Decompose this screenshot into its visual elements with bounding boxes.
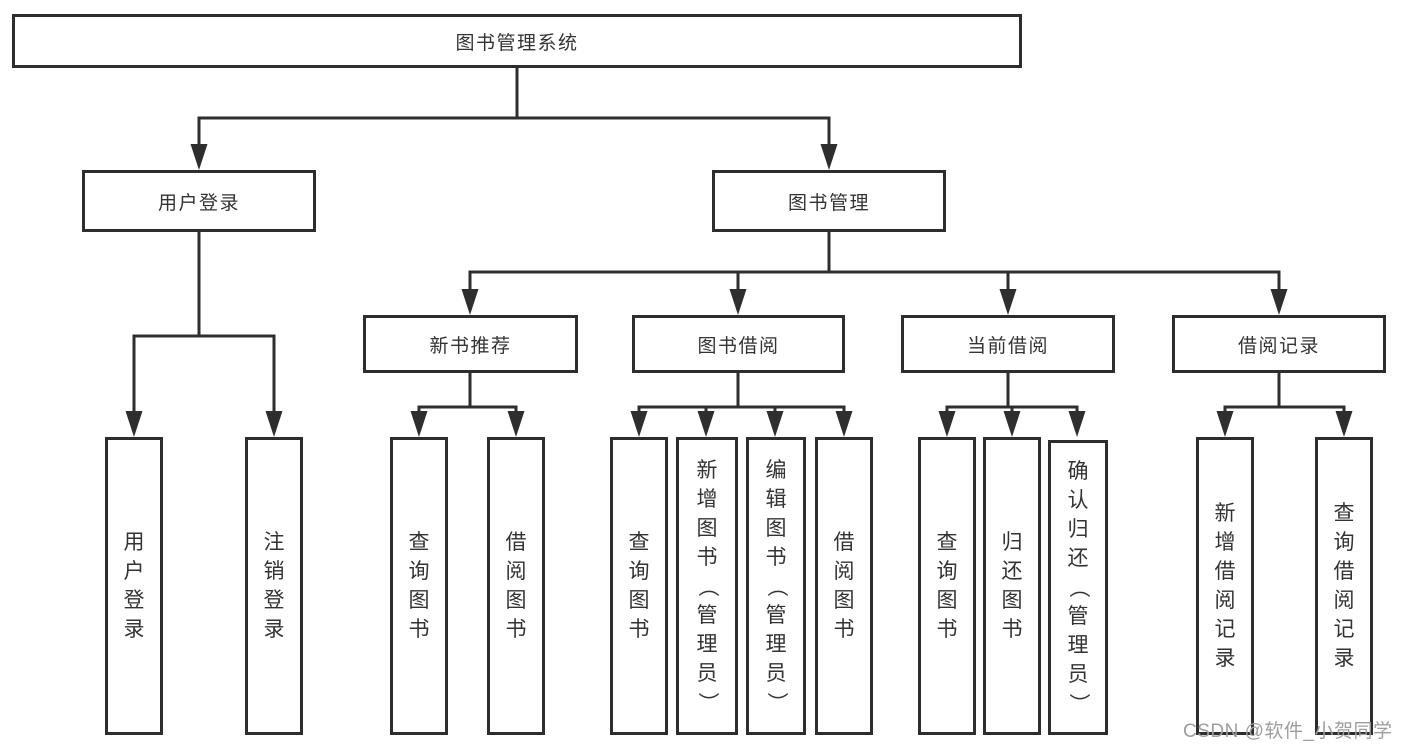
node-current-borrow-label: 当前借阅: [966, 335, 1049, 357]
leaf-current-confirm-return-admin: 确认归还（管理员）: [1048, 440, 1108, 735]
leaf-borrow-borrow-books: 借阅图书: [815, 437, 873, 735]
node-borrow-records: 借阅记录: [1172, 315, 1386, 373]
leaf-rec-borrow-books: 借阅图书: [487, 437, 545, 735]
node-current-borrow: 当前借阅: [901, 315, 1115, 373]
node-user-login-label: 用户登录: [157, 192, 240, 214]
leaf-borrow-query-books-label: 查询图书: [628, 531, 650, 641]
leaf-rec-query-books: 查询图书: [390, 437, 448, 735]
leaf-records-add-record-label: 新增借阅记录: [1214, 502, 1236, 670]
node-borrow-records-label: 借阅记录: [1237, 335, 1320, 357]
node-root-label: 图书管理系统: [455, 32, 579, 54]
leaf-logout: 注销登录: [245, 437, 303, 735]
leaf-user-login: 用户登录: [105, 437, 163, 735]
leaf-current-return-books: 归还图书: [983, 437, 1041, 735]
leaf-records-query-record: 查询借阅记录: [1315, 437, 1373, 735]
leaf-current-query-books-label: 查询图书: [936, 531, 958, 641]
leaf-borrow-edit-books-admin: 编辑图书（管理员）: [746, 437, 806, 735]
node-new-book-rec: 新书推荐: [363, 315, 578, 373]
leaf-borrow-edit-books-admin-label: 编辑图书（管理员）: [764, 458, 788, 713]
csdn-watermark: CSDN @软件_小贺同学: [1183, 721, 1393, 742]
leaf-records-query-record-label: 查询借阅记录: [1333, 502, 1355, 670]
node-book-borrow: 图书借阅: [632, 315, 845, 373]
leaf-rec-borrow-books-label: 借阅图书: [505, 531, 527, 641]
node-new-book-rec-label: 新书推荐: [429, 335, 512, 357]
node-root: 图书管理系统: [12, 14, 1022, 68]
leaf-borrow-add-books-admin-label: 新增图书（管理员）: [695, 458, 719, 713]
leaf-logout-label: 注销登录: [263, 531, 285, 641]
leaf-borrow-add-books-admin: 新增图书（管理员）: [676, 437, 738, 735]
leaf-rec-query-books-label: 查询图书: [408, 531, 430, 641]
leaf-borrow-borrow-books-label: 借阅图书: [833, 531, 855, 641]
leaf-current-confirm-return-admin-label: 确认归还（管理员）: [1066, 460, 1090, 714]
leaf-current-return-books-label: 归还图书: [1001, 531, 1023, 641]
leaf-records-add-record: 新增借阅记录: [1196, 437, 1254, 735]
leaf-current-query-books: 查询图书: [918, 437, 976, 735]
node-book-mgmt-label: 图书管理: [787, 192, 870, 214]
node-book-mgmt: 图书管理: [712, 170, 946, 232]
node-user-login: 用户登录: [82, 170, 316, 232]
leaf-borrow-query-books: 查询图书: [610, 437, 668, 735]
node-book-borrow-label: 图书借阅: [697, 335, 780, 357]
leaf-user-login-label: 用户登录: [123, 531, 145, 641]
